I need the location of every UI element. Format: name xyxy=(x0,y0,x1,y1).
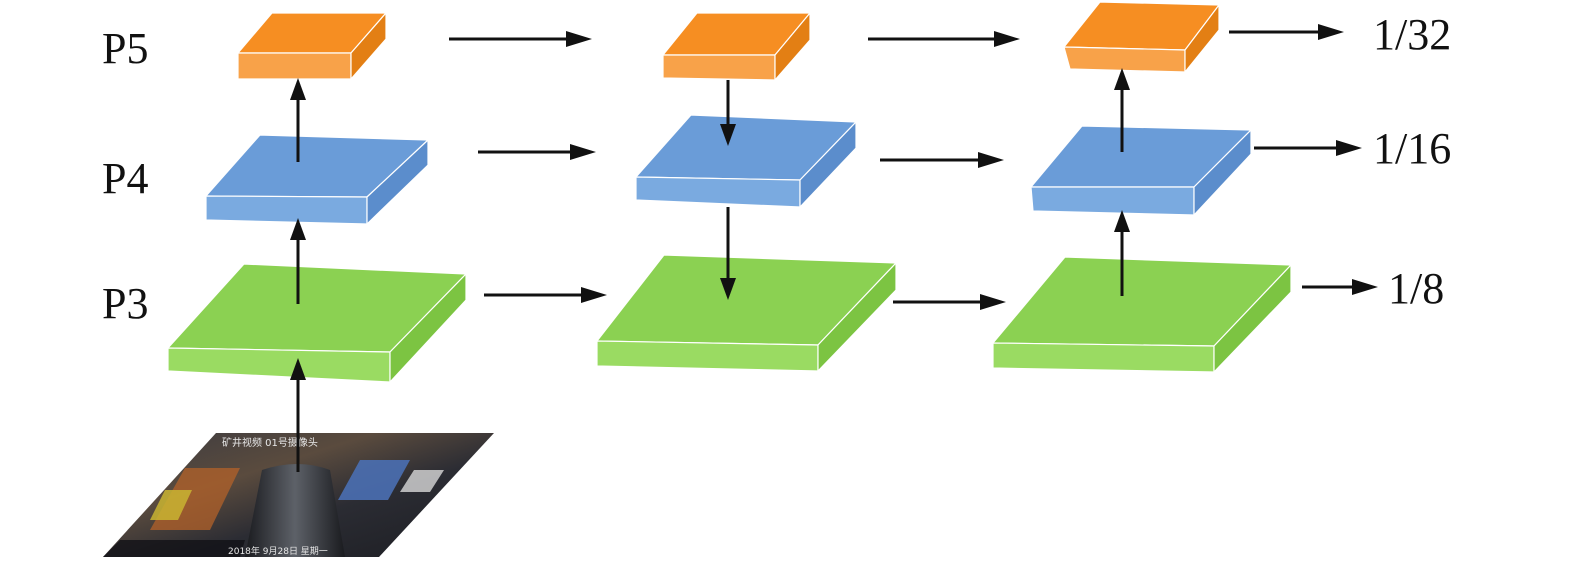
block-front xyxy=(168,348,390,382)
block-front xyxy=(1064,47,1185,72)
arrow-output-p5 xyxy=(1229,24,1344,40)
output-label-p4: 1/16 xyxy=(1373,124,1451,173)
output-label-p3: 1/8 xyxy=(1388,264,1444,313)
block-front xyxy=(636,177,800,207)
block-front xyxy=(1031,187,1194,215)
block-col3-p3 xyxy=(993,257,1291,372)
block-front xyxy=(993,343,1214,372)
arrow-p4-col1-to-col2 xyxy=(478,144,596,160)
block-col1-p5 xyxy=(238,13,386,79)
block-col2-p3 xyxy=(597,255,896,371)
image-overlay-top-text: 矿井视频 01号摄像头 xyxy=(222,436,318,449)
level-label-p3: P3 xyxy=(102,279,148,328)
arrow-p3-col1-to-col2 xyxy=(484,287,607,303)
arrow-output-p4 xyxy=(1254,140,1362,156)
block-col3-p5 xyxy=(1064,2,1219,72)
arrow-p5-col1-to-col2 xyxy=(449,31,592,47)
block-front xyxy=(206,196,367,224)
block-front xyxy=(238,53,351,79)
arrow-p3-col2-to-col3 xyxy=(893,294,1006,310)
image-overlay-bottom-text: 2018年 9月28日 星期一 xyxy=(228,545,328,557)
block-col2-p5 xyxy=(663,13,810,80)
block-col1-p3 xyxy=(168,264,466,382)
arrow-p4-col2-to-col3 xyxy=(880,152,1004,168)
output-label-p5: 1/32 xyxy=(1373,10,1451,59)
arrow-p5-col2-to-col3 xyxy=(868,31,1020,47)
block-col1-p4 xyxy=(206,135,428,224)
arrow-output-p3 xyxy=(1302,279,1378,295)
block-col2-p4 xyxy=(636,115,856,207)
level-label-p5: P5 xyxy=(102,24,148,73)
block-front xyxy=(597,341,818,371)
block-front xyxy=(663,55,775,80)
image-dark-foreground xyxy=(103,540,245,557)
block-col3-p4 xyxy=(1031,126,1251,215)
level-label-p4: P4 xyxy=(102,154,148,203)
